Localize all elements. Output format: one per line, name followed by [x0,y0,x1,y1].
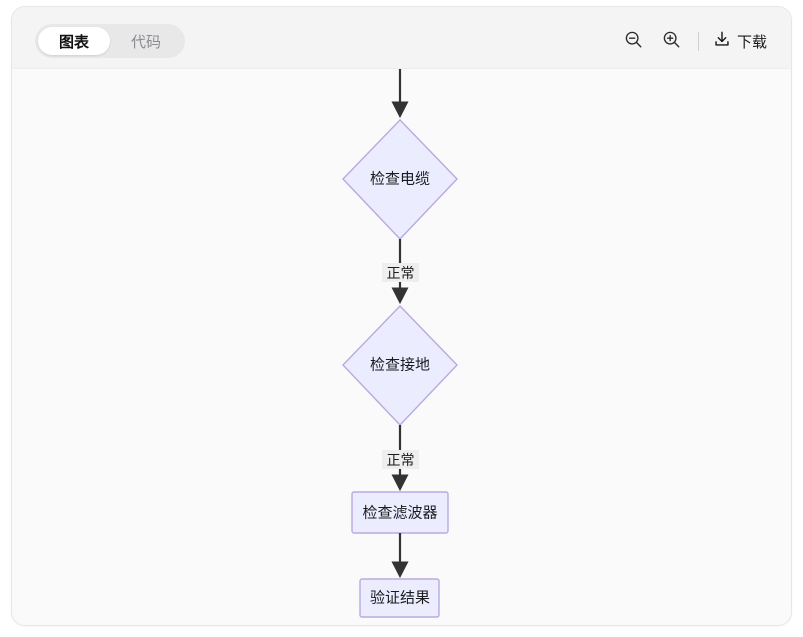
download-label: 下载 [736,33,767,51]
edge-n1-n2-label-bg [382,263,419,282]
flowchart-svg: 检查电缆 正常 检查接地 正常 检查滤波器 [342,69,458,618]
toolbar-divider [697,31,699,51]
zoom-in-icon [662,30,681,52]
download-icon [713,30,731,52]
zoom-out-button[interactable] [618,26,650,56]
node-n3[interactable]: 检查滤波器 [351,491,449,534]
node-n2[interactable]: 检查接地 [342,304,458,427]
diagram-toolbar: 下载 [618,26,769,56]
download-button[interactable]: 下载 [711,30,769,52]
node-n4-rect [359,578,440,618]
edge-n2-n3-label: 正常 [387,452,415,468]
zoom-in-button[interactable] [656,26,688,56]
node-n2-label: 检查接地 [370,357,430,374]
zoom-out-icon [624,30,643,52]
card-header: 图表 代码 [12,7,791,69]
node-n1[interactable]: 检查电缆 [342,118,458,241]
node-n4[interactable]: 验证结果 [359,578,440,618]
node-n1-label: 检查电缆 [370,171,430,188]
node-n3-label: 检查滤波器 [362,505,437,522]
node-n4-label: 验证结果 [370,590,430,607]
tab-chart[interactable]: 图表 [38,27,111,55]
tab-code[interactable]: 代码 [110,27,182,55]
diagram-canvas[interactable]: 检查电缆 正常 检查接地 正常 检查滤波器 [12,69,791,625]
edge-n1-n2: 正常 [382,239,419,305]
tab-chart-label: 图表 [59,33,90,51]
edge-n2-n3: 正常 [382,425,419,492]
edge-n1-n2-label: 正常 [387,265,415,281]
diagram-card: 图表 代码 [11,6,792,626]
view-mode-tabs: 图表 代码 [35,24,186,58]
tab-code-label: 代码 [131,33,162,51]
edge-n2-n3-label-bg [382,450,419,469]
